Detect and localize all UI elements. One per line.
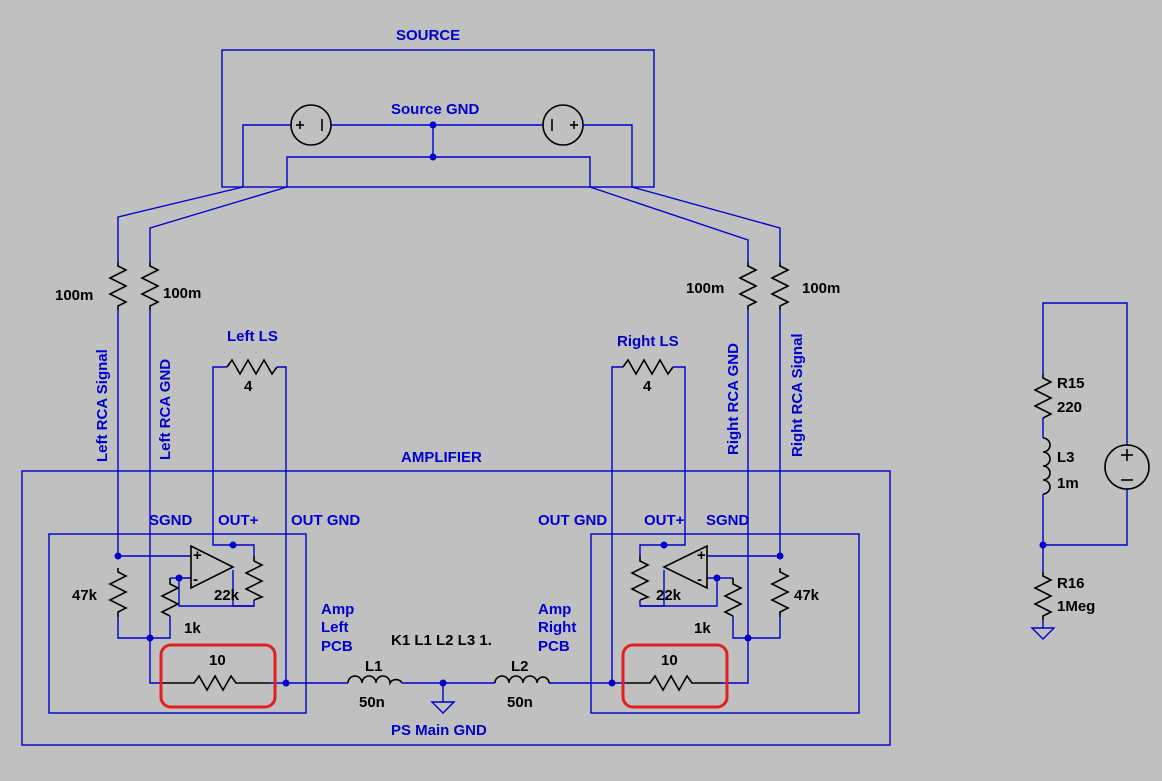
resistor-10-right[interactable] [626,674,722,692]
label-left-rca-signal: Left RCA Signal [94,349,111,462]
voltage-source-aux[interactable] [1104,444,1150,490]
value-22k-left: 22k [214,587,240,604]
right-pcb-box [590,533,860,714]
resistor-cable-right-gnd[interactable] [738,262,758,310]
value-cable-r3: 100m [686,280,724,297]
resistor-47k-left[interactable] [108,568,128,617]
value-cable-r4: 100m [802,280,840,297]
amp-right-pcb-line2: Right [538,619,576,636]
label-sgnd-left: SGND [149,512,193,529]
label-left-rca-gnd: Left RCA GND [157,359,174,460]
aux-circuit-wires [1039,302,1128,628]
svg-text:-: - [697,571,702,588]
l2-value: 50n [507,694,533,711]
ps-main-gnd-label: PS Main GND [391,722,487,739]
svg-text:+: + [697,547,706,564]
opamp-left[interactable]: + - [190,544,235,590]
label-right-rca-signal: Right RCA Signal [789,333,806,457]
source-voltage-right[interactable] [542,104,584,146]
cable-wires [117,186,781,638]
value-47k-right: 47k [794,587,820,604]
resistor-22k-right[interactable] [630,556,650,601]
value-22k-right: 22k [656,587,682,604]
ground-symbol-aux [1030,627,1056,640]
value-cable-r1: 100m [55,287,93,304]
ground-symbol-ps [430,683,456,714]
r15-value: 220 [1057,399,1082,416]
value-47k-left: 47k [72,587,98,604]
resistor-r15[interactable] [1033,374,1053,419]
label-right-rca-gnd: Right RCA GND [725,343,742,455]
r15-name: R15 [1057,375,1085,392]
left-pcb-box [48,533,307,714]
r16-name: R16 [1057,575,1085,592]
resistor-47k-right[interactable] [770,568,790,617]
amp-right-pcb-line1: Amp [538,601,571,618]
resistor-r16[interactable] [1033,572,1053,620]
l2-name: L2 [511,658,529,675]
value-cable-r2: 100m [163,285,201,302]
resistor-10-left[interactable] [162,674,270,692]
amp-left-pcb-line2: Left [321,619,349,636]
label-outp-left: OUT+ [218,512,259,529]
source-wires [242,121,633,187]
coupling-directive: K1 L1 L2 L3 1. [391,632,492,649]
resistor-cable-left-signal[interactable] [108,262,128,310]
value-1k-right: 1k [694,620,711,637]
label-right-ls: Right LS [617,333,679,350]
resistor-right-ls[interactable] [622,358,674,376]
value-10-left: 10 [209,652,226,669]
opamp-right[interactable]: + - [662,544,708,590]
label-left-ls: Left LS [227,328,278,345]
l1-value: 50n [359,694,385,711]
l3-name: L3 [1057,449,1075,466]
resistor-cable-right-signal[interactable] [770,262,790,310]
resistor-1k-right[interactable] [723,578,743,617]
inductor-l3[interactable] [1042,437,1051,495]
svg-text:+: + [193,547,202,564]
amp-left-pcb-line1: Amp [321,601,354,618]
right-pcb-wires [549,538,784,687]
amplifier-label: AMPLIFIER [401,449,482,466]
resistor-1k-left[interactable] [160,578,180,617]
source-gnd-label: Source GND [391,101,480,118]
resistor-left-ls[interactable] [226,358,278,376]
amp-right-pcb-line3: PCB [538,638,570,655]
amplifier-box [21,470,891,746]
l3-value: 1m [1057,475,1079,492]
label-outgnd-left: OUT GND [291,512,360,529]
highlight-left-10ohm [159,643,277,709]
source-voltage-left[interactable] [290,104,332,146]
label-outgnd-right: OUT GND [538,512,607,529]
l1-name: L1 [365,658,383,675]
value-left-ls: 4 [244,378,253,395]
source-box [221,49,655,188]
amp-left-pcb-line3: PCB [321,638,353,655]
inductor-l2[interactable] [494,675,550,684]
inductor-l1[interactable] [347,675,403,686]
svg-text:-: - [193,571,198,588]
value-right-ls: 4 [643,378,652,395]
value-10-right: 10 [661,652,678,669]
label-sgnd-right: SGND [706,512,750,529]
source-label: SOURCE [396,27,460,44]
resistor-22k-left[interactable] [244,556,264,601]
value-1k-left: 1k [184,620,201,637]
resistor-cable-left-gnd[interactable] [140,262,160,310]
label-outp-right: OUT+ [644,512,685,529]
left-pcb-wires [114,538,348,687]
r16-value: 1Meg [1057,598,1095,615]
highlight-right-10ohm [621,643,729,709]
